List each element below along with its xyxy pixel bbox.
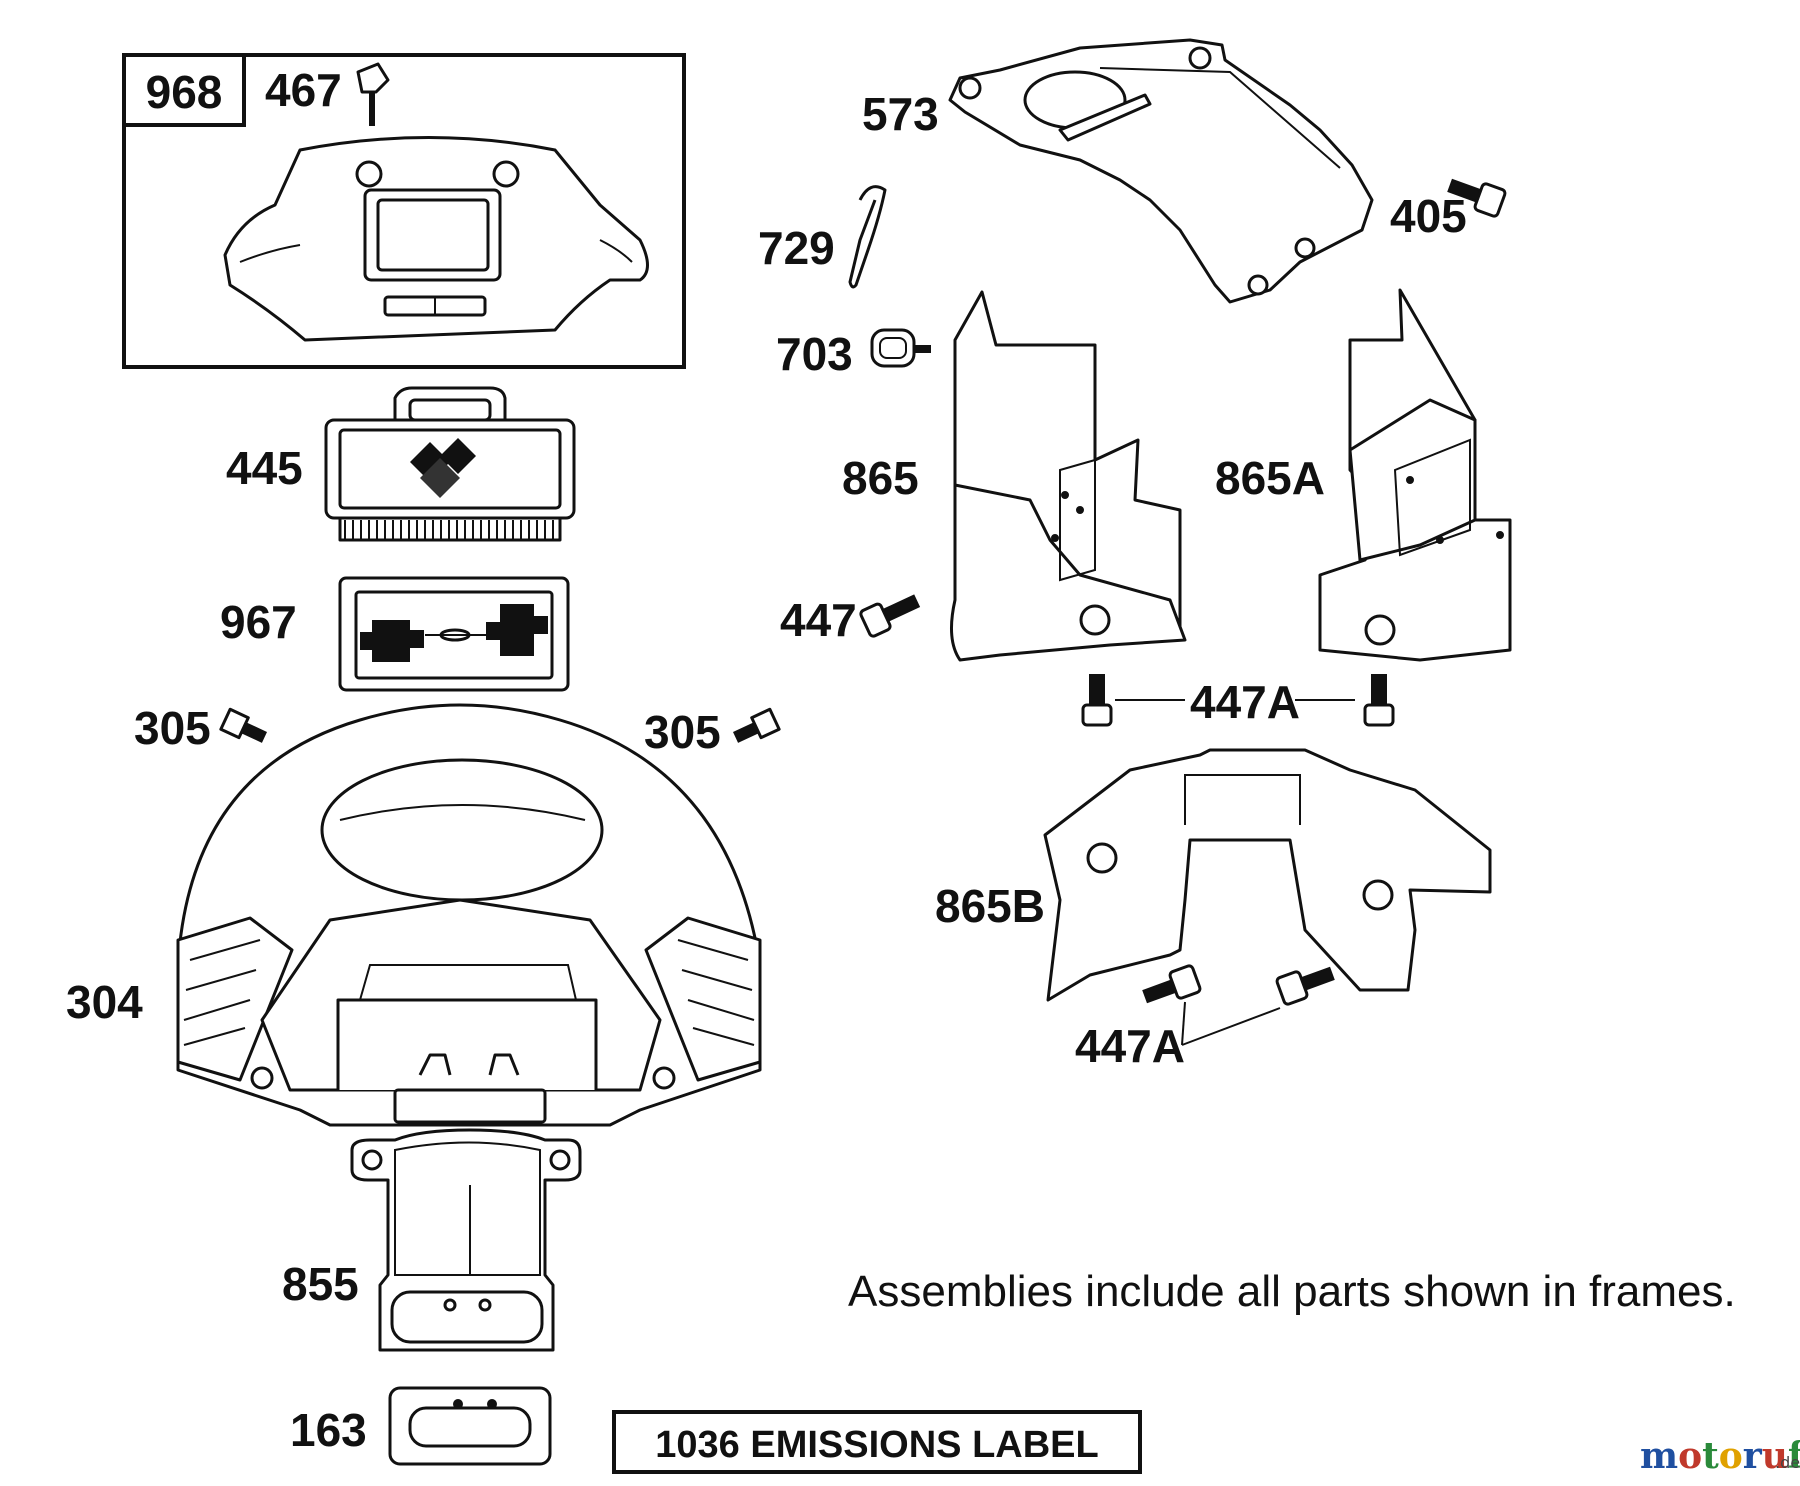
emissions-label-box: [612, 1410, 1142, 1474]
label-467: 467: [265, 64, 342, 116]
label-729: 729: [758, 222, 835, 274]
leader-447a-bottom-right: [1181, 1007, 1281, 1046]
label-703: 703: [776, 328, 853, 380]
assembly-number-box: [122, 53, 246, 127]
screw-305-left: [219, 707, 268, 743]
label-865a: 865A: [1215, 452, 1325, 504]
label-865b: 865B: [935, 880, 1045, 932]
filter-pleats: [344, 520, 554, 540]
label-968: 968: [146, 66, 223, 118]
gasket-163: [388, 1386, 552, 1466]
screw-447a-top-right: [1363, 674, 1395, 727]
svg-text:motoruf: motoruf: [1640, 1435, 1800, 1477]
screw-447a-top-left: [1081, 674, 1113, 727]
assembly-frame-968: [122, 53, 686, 369]
label-304: 304: [66, 976, 143, 1028]
label-573: 573: [862, 88, 939, 140]
air-cleaner-cover-968: [223, 136, 649, 342]
pre-cleaner-967: [338, 576, 570, 692]
assemblies-note: Assemblies include all parts shown in fr…: [848, 1267, 1736, 1316]
cylinder-shroud-865a: [1318, 288, 1512, 662]
screw-447: [859, 594, 921, 638]
screw-405: [1447, 178, 1507, 218]
watermark-suffix: .de: [1775, 1453, 1800, 1472]
grommet-703: [870, 328, 931, 368]
cylinder-shroud-865: [949, 290, 1187, 662]
label-305-right: 305: [644, 706, 721, 758]
watermark-logo: motoruf .de: [1640, 1435, 1800, 1477]
baffle-573: [948, 38, 1374, 304]
screw-447a-bottom-left: [1142, 964, 1202, 1004]
air-filter-445: [324, 386, 576, 542]
label-967: 967: [220, 596, 297, 648]
wire-clip-729: [848, 185, 887, 289]
screw-447a-bottom-right: [1275, 966, 1335, 1006]
screw-305-right: [732, 707, 781, 743]
label-447a-bottom: 447A: [1075, 1020, 1185, 1072]
leader-447a-bottom-left: [1181, 1001, 1186, 1046]
label-305-left: 305: [134, 702, 211, 754]
label-447: 447: [780, 594, 857, 646]
blower-housing-304: [176, 703, 762, 1127]
lower-shroud-865b: [1043, 748, 1492, 1002]
emissions-label-text: 1036 EMISSIONS LABEL: [655, 1424, 1098, 1466]
label-445: 445: [226, 442, 303, 494]
label-855: 855: [282, 1258, 359, 1310]
label-865: 865: [842, 452, 919, 504]
label-447a-top: 447A: [1190, 676, 1300, 728]
label-405: 405: [1390, 190, 1467, 242]
knob-screw-467: [356, 62, 390, 126]
intake-elbow-855: [350, 1128, 582, 1352]
label-163: 163: [290, 1404, 367, 1456]
